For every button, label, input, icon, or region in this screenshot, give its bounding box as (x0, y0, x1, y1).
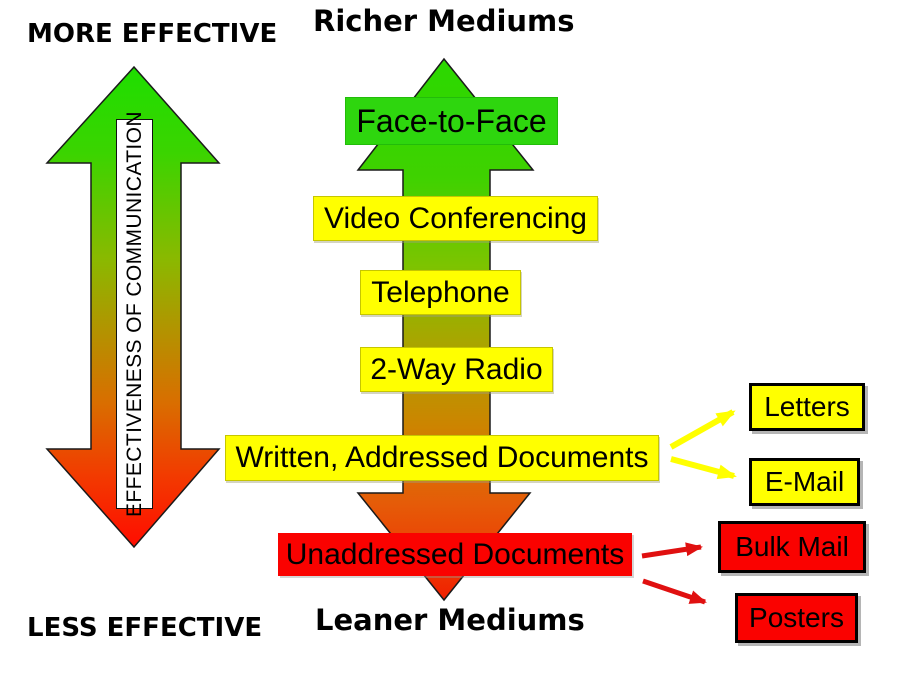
medium-2-way-radio: 2-Way Radio (360, 347, 553, 392)
medium-written-addressed-documents: Written, Addressed Documents (225, 435, 659, 481)
medium-unaddressed-documents: Unaddressed Documents (278, 533, 632, 576)
callout-posters: Posters (735, 593, 858, 643)
effectiveness-axis-label: EFFECTIVENESS OF COMMUNICATION (122, 111, 146, 517)
more-effective-heading: MORE EFFECTIVE (27, 19, 278, 49)
medium-telephone: Telephone (360, 270, 521, 315)
richer-mediums-heading: Richer Mediums (313, 4, 575, 38)
arrow-to-email (670, 456, 737, 480)
leaner-mediums-heading: Leaner Mediums (315, 603, 585, 637)
arrow-to-posters (642, 578, 707, 605)
medium-video-conferencing: Video Conferencing (313, 196, 598, 241)
less-effective-heading: LESS EFFECTIVE (27, 613, 263, 643)
callout-bulk-mail: Bulk Mail (718, 521, 866, 573)
arrow-to-letters (669, 409, 736, 450)
callout-letters: Letters (749, 383, 865, 431)
callout-email: E-Mail (749, 458, 860, 506)
medium-face-to-face: Face-to-Face (345, 97, 558, 145)
arrow-to-bulk-mail (641, 542, 703, 559)
effectiveness-axis-strip: EFFECTIVENESS OF COMMUNICATION (116, 111, 153, 517)
